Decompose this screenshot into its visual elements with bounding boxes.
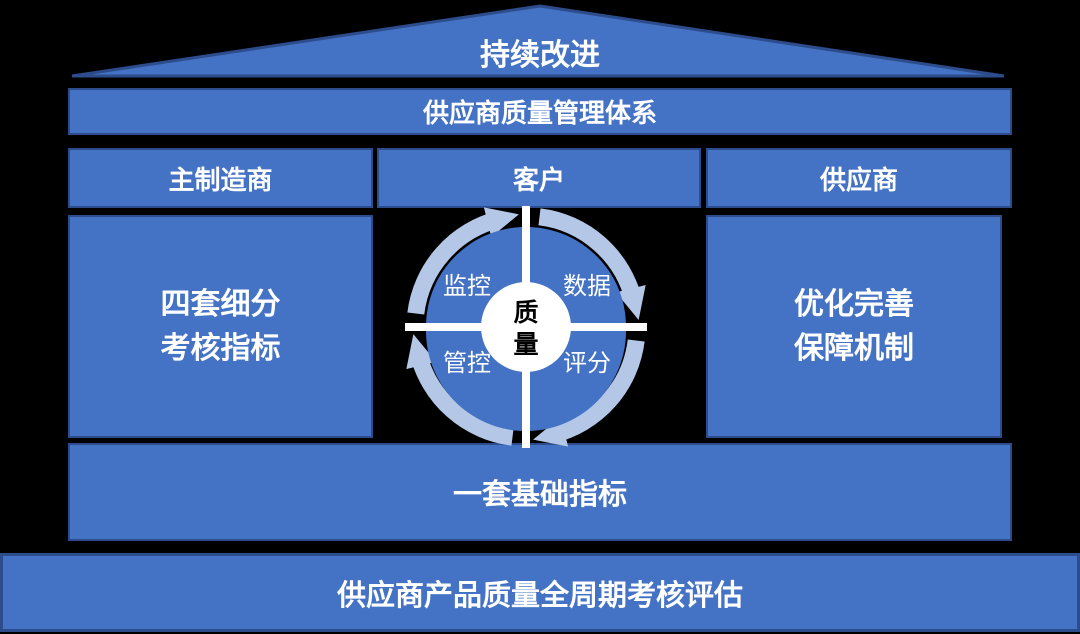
- header-label-customer: 客户: [512, 164, 565, 195]
- header-cell-manufacturer: 主制造商: [68, 148, 373, 208]
- header-cell-supplier: 供应商: [706, 148, 1012, 208]
- cycle-arrow-bottom-right: [533, 339, 645, 447]
- cycle-arrow-top-right: [538, 208, 646, 320]
- header-cell-customer: 客户: [377, 148, 701, 208]
- quadrant-label-scoring: 评分: [563, 350, 611, 377]
- body-cell-left: 四套细分 考核指标: [68, 215, 373, 438]
- center-label-line1: 质: [513, 299, 538, 327]
- banner-bar: 供应商质量管理体系: [68, 88, 1012, 135]
- header-label-manufacturer: 主制造商: [168, 164, 273, 195]
- header-label-supplier: 供应商: [819, 164, 898, 195]
- basic-indicator-label: 一套基础指标: [452, 479, 627, 511]
- cycle-arrow-bottom-left: [406, 334, 514, 446]
- body-left-line1: 四套细分: [160, 287, 281, 321]
- center-label-line2: 量: [513, 331, 538, 359]
- body-right-line2: 保障机制: [794, 331, 914, 365]
- basic-indicator-bar: 一套基础指标: [68, 443, 1012, 541]
- cycle-arrow-top-left: [407, 207, 519, 315]
- quadrant-label-data: 数据: [563, 273, 611, 300]
- roof-label: 持续改进: [480, 39, 600, 72]
- cycle-center-circle: [481, 282, 571, 372]
- banner-label: 供应商质量管理体系: [422, 98, 657, 128]
- roof-triangle: [71, 4, 1005, 78]
- foundation-label: 供应商产品质量全周期考核评估: [336, 579, 743, 612]
- body-left-line2: 考核指标: [160, 331, 281, 365]
- quadrant-label-monitoring: 监控: [443, 273, 491, 300]
- body-right-line1: 优化完善: [794, 287, 914, 321]
- quality-cycle: 监控 数据 管控 评分 质 量: [405, 206, 647, 448]
- foundation-bar: 供应商产品质量全周期考核评估: [0, 553, 1080, 632]
- quadrant-label-control: 管控: [443, 350, 491, 377]
- roof-shape: [71, 4, 1005, 78]
- body-cell-right: 优化完善 保障机制: [706, 215, 1002, 438]
